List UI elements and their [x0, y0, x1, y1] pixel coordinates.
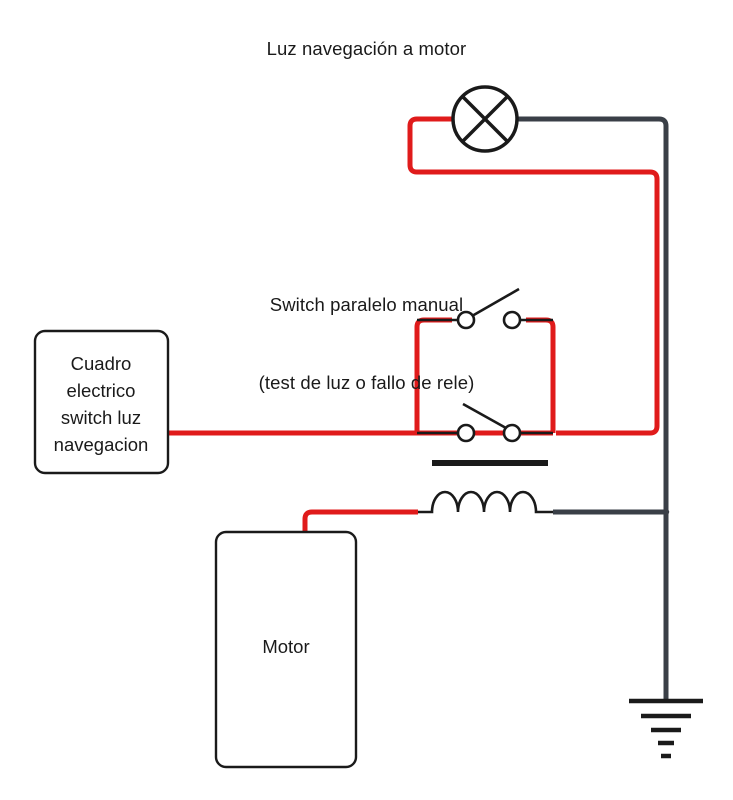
lamp-title-label: Luz navegación a motor [266, 38, 467, 59]
switch-upper[interactable] [417, 287, 553, 330]
switch-upper-terminal-left [456, 310, 476, 330]
wire-lamp-right-to-ground [517, 116, 669, 700]
panel-box-label: Cuadro electrico switch luz navegacion [53, 353, 149, 455]
switch-title-label: Switch paralelo manual (test de luz o fa… [0, 240, 733, 448]
return-wire-group [517, 116, 669, 700]
switch-lower-terminal-left [456, 423, 476, 443]
relay-coil-winding [418, 490, 553, 514]
lamp-icon [451, 85, 519, 153]
panel-box[interactable] [33, 329, 170, 475]
switch-lower[interactable] [417, 402, 553, 443]
lamp-circle [451, 85, 519, 153]
switch-title-line1: Switch paralelo manual [269, 294, 464, 315]
switch-upper-blade[interactable] [471, 287, 520, 318]
wire-lamp-left-to-right-rail [407, 116, 660, 436]
relay-coil [418, 460, 553, 514]
switch-title-line2: (test de luz o fallo de rele) [258, 372, 475, 393]
switch-lower-terminal-right [502, 423, 522, 443]
motor-box[interactable] [214, 530, 358, 769]
wire-motor-to-coil [302, 509, 418, 532]
junction-dot-right-rail [662, 508, 670, 516]
lamp-x-stroke-2 [461, 95, 509, 143]
motor-box-label: Motor [262, 636, 310, 657]
switch-lower-blade[interactable] [462, 402, 507, 430]
ground-icon [629, 698, 703, 759]
switch-upper-terminal-right [502, 310, 522, 330]
